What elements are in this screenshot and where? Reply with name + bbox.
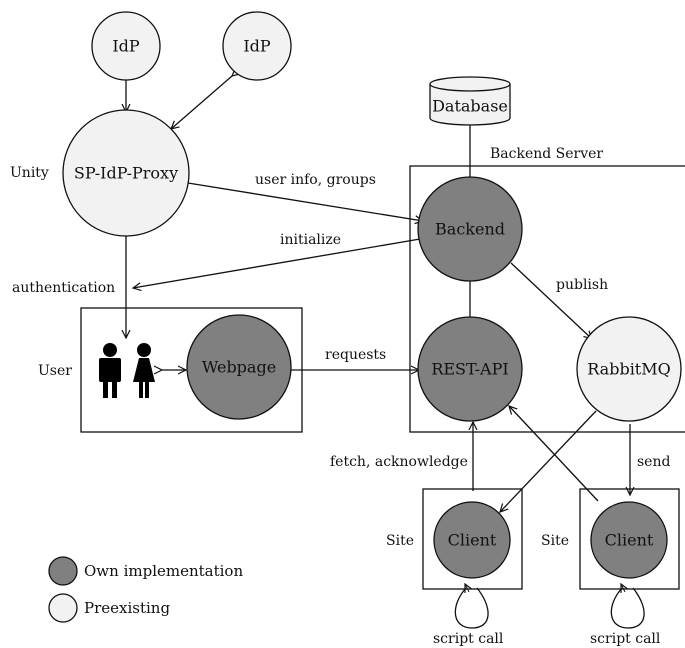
edge-client-right-rest <box>509 406 599 502</box>
database-label: Database <box>432 97 508 116</box>
rabbitmq-label: RabbitMQ <box>587 360 670 379</box>
idp-right-node <box>222 11 292 81</box>
legend-preexisting-label: Preexisting <box>84 599 170 617</box>
edge-publish <box>510 262 592 339</box>
unity-label: Unity <box>10 165 49 181</box>
edge-script-loop-right <box>610 587 645 629</box>
male-user-icon <box>99 343 121 398</box>
requests-label: requests <box>325 347 386 363</box>
backend-server-box <box>409 165 685 433</box>
legend-own-label: Own implementation <box>84 562 243 580</box>
edge-idp-right-proxy <box>171 76 232 129</box>
edge-initialize <box>133 238 421 288</box>
publish-label: publish <box>556 277 608 293</box>
edge-user-info <box>187 182 423 221</box>
webpage-label: Webpage <box>202 358 276 377</box>
proxy-node <box>62 109 190 237</box>
user-label: User <box>38 363 72 379</box>
initialize-label: initialize <box>280 232 341 248</box>
authentication-label: authentication <box>12 280 115 296</box>
database-icon <box>429 76 511 126</box>
site-right-label: Site <box>541 533 569 549</box>
backend-server-label: Backend Server <box>490 146 603 162</box>
rest-api-label: REST-API <box>431 360 508 379</box>
client-left-node <box>433 501 511 579</box>
edge-script-loop-left <box>454 587 489 629</box>
legend-own-swatch <box>48 556 78 586</box>
idp-right-label: IdP <box>243 37 271 56</box>
backend-label: Backend <box>435 220 505 239</box>
edge-script-arrow-right <box>621 584 625 592</box>
webpage-node <box>186 314 292 420</box>
proxy-label: SP-IdP-Proxy <box>74 164 178 183</box>
client-right-node <box>590 501 668 579</box>
female-user-icon <box>133 343 155 398</box>
backend-node <box>417 176 523 282</box>
rest-api-node <box>417 316 523 422</box>
edge-rabbit-client-left <box>500 410 597 512</box>
user-info-label: user info, groups <box>255 172 376 188</box>
legend-preexisting-swatch <box>48 593 78 623</box>
rabbitmq-node <box>576 316 682 422</box>
idp-left-label: IdP <box>112 37 140 56</box>
idp-left-node <box>91 11 161 81</box>
edge-script-arrow-left <box>465 584 469 592</box>
send-label: send <box>637 454 670 470</box>
fetch-label: fetch, acknowledge <box>330 454 468 470</box>
site-left-label: Site <box>386 533 414 549</box>
client-right-label: Client <box>605 531 654 550</box>
client-left-label: Client <box>448 531 497 550</box>
script-call-right-label: script call <box>590 631 661 647</box>
script-call-left-label: script call <box>433 631 504 647</box>
